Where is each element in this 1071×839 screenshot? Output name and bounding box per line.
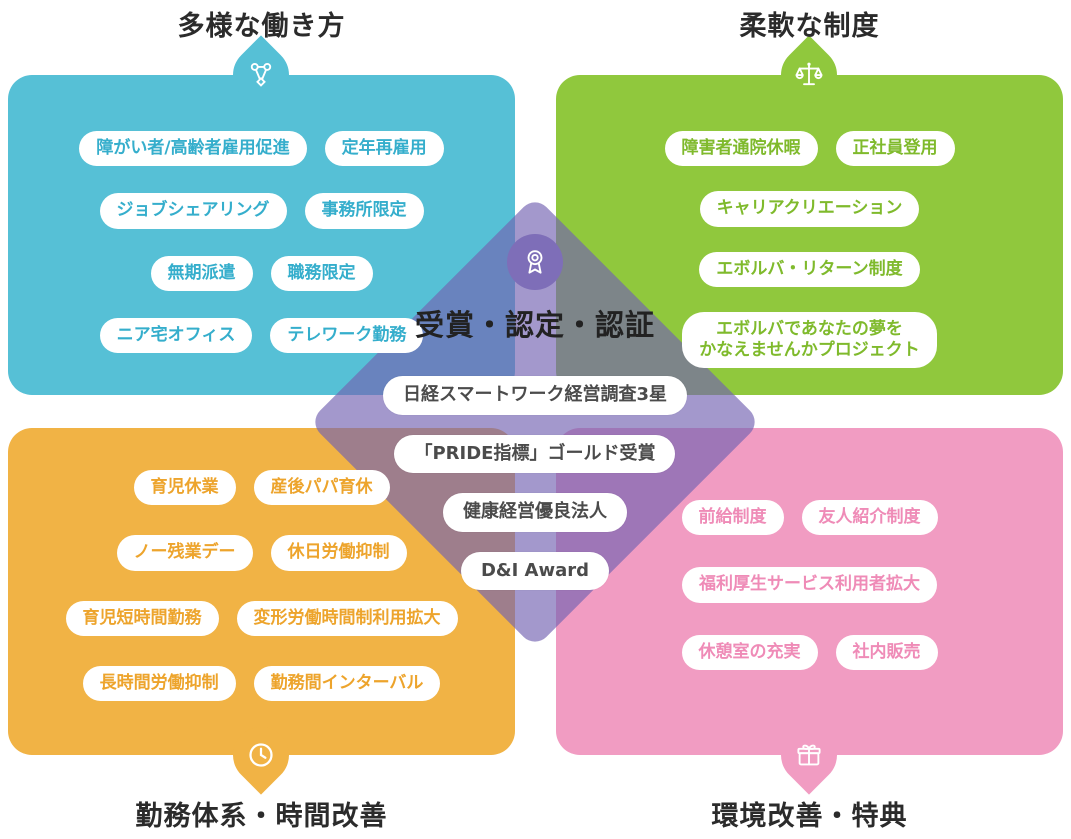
pill-row: 障害者通院休暇 正社員登用	[664, 131, 955, 167]
pill: 友人紹介制度	[801, 500, 938, 536]
pill: 定年再雇用	[324, 131, 444, 167]
pill: 育児休業	[133, 470, 236, 506]
quadrant-title-environment-perks: 環境改善・特典	[711, 801, 908, 832]
pill-row: キャリアクリエーション	[699, 191, 920, 227]
pill: 変形労働時間制利用拡大	[236, 600, 458, 636]
quadrant-diverse-work: 障がい者/高齢者雇用促進 定年再雇用 ジョブシェアリング 事務所限定 無期派遣 …	[8, 75, 515, 395]
pill-row: 長時間労働抑制 勤務間インターバル	[82, 665, 441, 701]
pill-row: 育児短時間勤務 変形労働時間制利用拡大	[65, 600, 458, 636]
quadrant-environment-perks: 前給制度 友人紹介制度 福利厚生サービス利用者拡大 休憩室の充実 社内販売	[556, 428, 1063, 755]
quadrant-title-flexible-systems: 柔軟な制度	[739, 11, 880, 42]
pill: 社内販売	[835, 634, 938, 670]
pill: 休日労働抑制	[270, 535, 407, 571]
quadrant-title-diverse-work: 多様な働き方	[177, 11, 346, 42]
award-pill: D&I Award	[460, 551, 610, 590]
pill: 職務限定	[270, 255, 373, 291]
pill: ニア宅オフィス	[99, 317, 253, 353]
pill-row: 障がい者/高齢者雇用促進 定年再雇用	[79, 131, 444, 167]
pill: 勤務間インターバル	[253, 665, 441, 701]
pill-row: 福利厚生サービス利用者拡大	[682, 567, 937, 603]
pill-row: ジョブシェアリング 事務所限定	[99, 193, 424, 229]
quadrant-title-work-hours: 勤務体系・時間改善	[135, 801, 388, 832]
award-pill: 健康経営優良法人	[442, 493, 627, 532]
environment-perks-badge	[769, 715, 849, 795]
pill-row: ノー残業デー 休日労働抑制	[116, 535, 407, 571]
pill: 休憩室の充実	[681, 634, 818, 670]
award-ribbon-icon	[527, 250, 543, 274]
pill: エボルバであなたの夢を かなえませんかプロジェクト	[682, 311, 937, 369]
diverse-work-pill-list: 障がい者/高齢者雇用促進 定年再雇用 ジョブシェアリング 事務所限定 無期派遣 …	[8, 75, 515, 395]
pill: エボルバ・リターン制度	[699, 251, 920, 287]
clock-icon	[249, 743, 273, 767]
environment-perks-pill-list: 前給制度 友人紹介制度 福利厚生サービス利用者拡大 休憩室の充実 社内販売	[556, 428, 1063, 755]
gift-icon	[797, 744, 821, 766]
pill: 無期派遣	[150, 255, 253, 291]
awards-pill-list: 日経スマートワーク経営調査3星 「PRIDE指標」ゴールド受賞 健康経営優良法人…	[383, 376, 687, 590]
people-network-icon	[250, 62, 272, 87]
pill: 前給制度	[681, 500, 784, 536]
quadrant-work-hours: 育児休業 産後パパ育休 ノー残業デー 休日労働抑制 育児短時間勤務 変形労働時間…	[8, 428, 515, 755]
work-hours-badge	[221, 715, 301, 795]
pill: 正社員登用	[835, 131, 955, 167]
pill-row: ニア宅オフィス テレワーク勤務	[99, 317, 424, 353]
awards-badge	[507, 234, 563, 290]
pill: 障がい者/高齢者雇用促進	[79, 131, 307, 167]
work-hours-pill-list: 育児休業 産後パパ育休 ノー残業デー 休日労働抑制 育児短時間勤務 変形労働時間…	[8, 428, 515, 755]
pill-row: エボルバであなたの夢を かなえませんかプロジェクト	[682, 311, 937, 369]
pill: テレワーク勤務	[270, 317, 424, 353]
flexible-systems-pill-list: 障害者通院休暇 正社員登用 キャリアクリエーション エボルバ・リターン制度 エボ…	[556, 75, 1063, 395]
pill: 事務所限定	[304, 193, 424, 229]
pill-row: 前給制度 友人紹介制度	[681, 500, 938, 536]
pill: 長時間労働抑制	[82, 665, 236, 701]
scales-icon	[795, 62, 823, 86]
pill: 産後パパ育休	[253, 470, 390, 506]
award-pill: 日経スマートワーク経営調査3星	[383, 376, 687, 415]
pill-row: エボルバ・リターン制度	[699, 251, 920, 287]
pill: ノー残業デー	[116, 535, 253, 571]
quadrant-flexible-systems: 障害者通院休暇 正社員登用 キャリアクリエーション エボルバ・リターン制度 エボ…	[556, 75, 1063, 395]
award-pill: 「PRIDE指標」ゴールド受賞	[394, 434, 676, 473]
pill: キャリアクリエーション	[699, 191, 920, 227]
pill: 障害者通院休暇	[664, 131, 818, 167]
pill: ジョブシェアリング	[99, 193, 287, 229]
diverse-work-badge	[221, 35, 301, 115]
pill-row: 無期派遣 職務限定	[150, 255, 373, 291]
pill: 福利厚生サービス利用者拡大	[682, 567, 937, 603]
pill-row: 育児休業 産後パパ育休	[133, 470, 390, 506]
pill-row: 休憩室の充実 社内販売	[681, 634, 938, 670]
pill: 育児短時間勤務	[65, 600, 219, 636]
flexible-systems-badge	[769, 35, 849, 115]
center-awards-section: 受賞・認定・認証 日経スマートワーク経営調査3星 「PRIDE指標」ゴールド受賞…	[335, 234, 735, 590]
center-title: 受賞・認定・認証	[414, 308, 655, 342]
